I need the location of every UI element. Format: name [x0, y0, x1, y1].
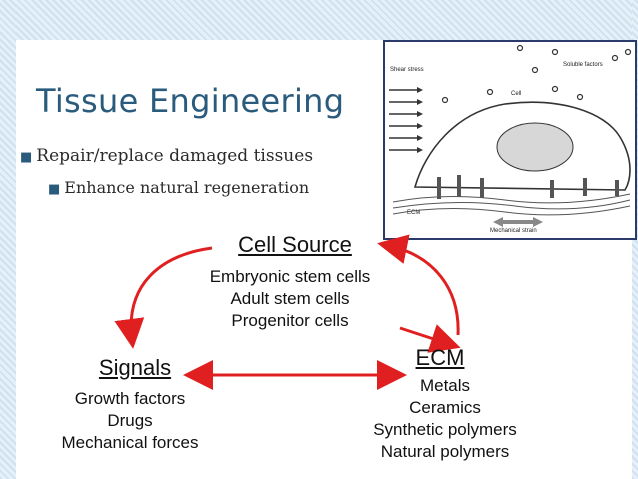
decorative-border-left [0, 0, 16, 479]
cell-source-items: Embryonic stem cells Adult stem cells Pr… [180, 266, 400, 332]
ecm-item: Synthetic polymers [373, 420, 517, 439]
adhesion-posts [437, 175, 619, 199]
arrow-source-to-signals [114, 246, 213, 349]
signals-item: Drugs [107, 411, 153, 430]
shear-label: Shear stress [390, 67, 424, 73]
cell-label: Cell [511, 91, 521, 97]
cell-source-title: Cell Source [238, 232, 352, 257]
ecm-label: ECM [407, 210, 420, 216]
bullet-marker-icon: ■ [48, 182, 61, 197]
arrow-source-to-ecm [399, 324, 461, 353]
ecm-item: Natural polymers [380, 442, 510, 461]
mech-label: Mechanical strain [490, 228, 537, 234]
bullet-marker-icon: ■ [20, 150, 33, 165]
arrow-ecm-to-source [377, 234, 460, 336]
ecm-fibers [392, 193, 631, 216]
cell-source-item: Adult stem cells [230, 289, 350, 308]
cell-outline [413, 101, 631, 191]
soluble-label: Soluble factors [563, 62, 603, 68]
soluble-factor-dots [441, 44, 632, 104]
signals-item: Mechanical forces [61, 433, 199, 452]
shear-arrows [389, 89, 417, 151]
cell-source-item: Progenitor cells [231, 311, 349, 330]
decorative-border-top [0, 0, 638, 40]
shear-arrowheads [417, 87, 423, 153]
bullet-2-text: Enhance natural regeneration [64, 178, 310, 197]
slide-title: Tissue Engineering [36, 82, 345, 120]
bullet-1: ■Repair/replace damaged tissues [20, 146, 313, 166]
cell-figure: Shear stress Soluble factors Cell ECM Me… [383, 40, 637, 240]
signals-item: Growth factors [74, 389, 186, 408]
ecm-item: Ceramics [409, 398, 481, 417]
ecm-items: Metals Ceramics Synthetic polymers Natur… [340, 375, 550, 463]
ecm-title: ECM [415, 345, 465, 370]
strain-arrow [493, 217, 543, 227]
cell-illustration: Shear stress Soluble factors Cell ECM Me… [389, 44, 632, 234]
bullet-2: ■Enhance natural regeneration [48, 178, 309, 197]
cell-source-item: Embryonic stem cells [209, 267, 371, 286]
signals-title: Signals [98, 355, 172, 380]
bullet-1-text: Repair/replace damaged tissues [36, 146, 314, 166]
nucleus [496, 122, 574, 172]
signals-items: Growth factors Drugs Mechanical forces [30, 388, 230, 454]
ecm-item: Metals [419, 376, 471, 395]
